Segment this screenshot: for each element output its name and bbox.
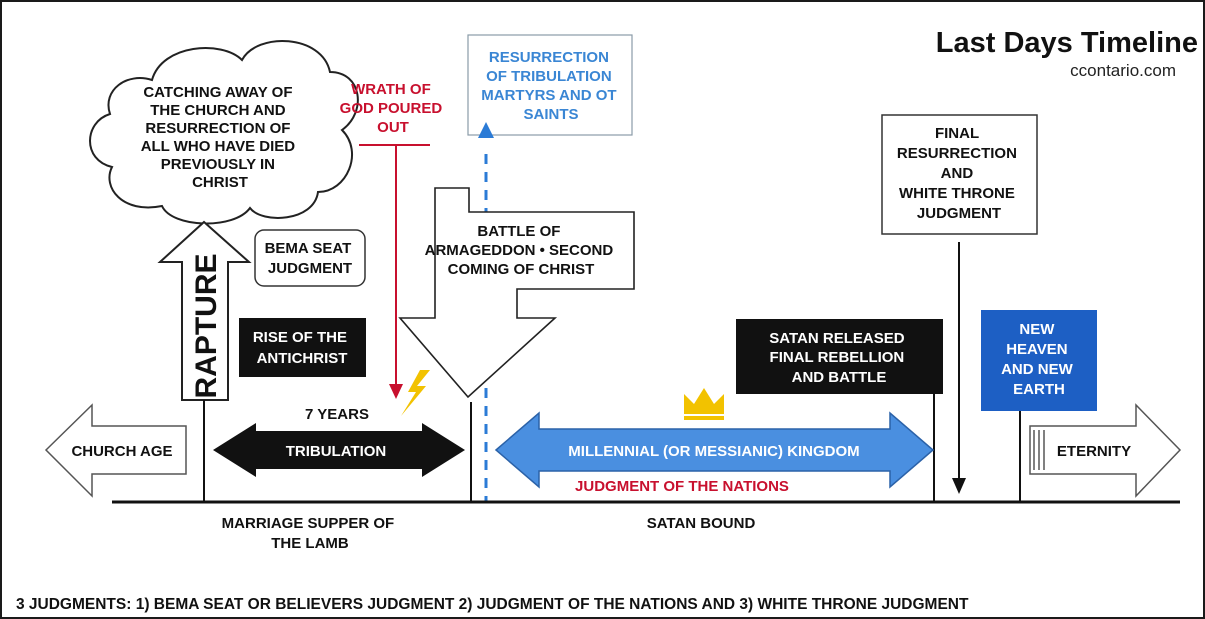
svg-text:FINAL RESURRECTION: FINAL RESURRECTION AND WHITE THRONE JUDG… (897, 125, 1021, 222)
bema-line: JUDGMENT (268, 260, 352, 277)
page-title: Last Days Timeline (936, 27, 1198, 59)
cloud-line: ALL WHO HAVE DIED (141, 138, 296, 155)
lightning-bolt-icon (401, 370, 430, 416)
wrath-line: OUT (377, 119, 409, 136)
church-age-label: CHURCH AGE (71, 443, 172, 460)
antichrist-line: RISE OF THE (253, 329, 347, 346)
eternity-arrow: ETERNITY (1029, 403, 1182, 498)
marriage-supper-line: MARRIAGE SUPPER OF (222, 515, 395, 532)
svg-text:RESURRECTION OF TRIBULAT: RESURRECTION OF TRIBULATION MARTYRS AND … (481, 49, 620, 123)
martyrs-line: RESURRECTION (489, 49, 609, 66)
svg-text:RISE OF THE ANTICHRIST: RISE OF THE ANTICHRIST (253, 329, 351, 367)
antichrist-box: RISE OF THE ANTICHRIST (239, 318, 366, 377)
martyrs-line: SAINTS (523, 106, 578, 123)
satan-released-line: AND BATTLE (792, 369, 887, 386)
wrath-label: WRATH OF GOD POURED OUT (340, 81, 447, 399)
armageddon-line: BATTLE OF (477, 223, 560, 240)
final-res-line: FINAL (935, 125, 979, 142)
seven-years-label: 7 YEARS (305, 406, 369, 423)
final-res-line: AND (941, 165, 974, 182)
final-res-line: WHITE THRONE (899, 185, 1015, 202)
new-heaven-line: NEW (1019, 321, 1055, 338)
new-heaven-line: AND NEW (1001, 361, 1074, 378)
new-heaven-line: HEAVEN (1006, 341, 1067, 358)
svg-text:BEMA SEAT JUDGMENT: BEMA SEAT JUDGMENT (265, 240, 356, 277)
final-res-line: JUDGMENT (917, 205, 1001, 222)
satan-released-line: FINAL REBELLION (770, 349, 905, 366)
svg-text:MARRIAGE SUPPER OF THE LAM: MARRIAGE SUPPER OF THE LAMB (222, 515, 399, 552)
source-label: ccontario.com (1070, 61, 1176, 80)
martyrs-line: OF TRIBULATION (486, 68, 612, 85)
svg-text:SATAN RELEASED FINAL REB: SATAN RELEASED FINAL REBELLION AND BATTL… (769, 330, 908, 386)
cloud-line: CHRIST (192, 174, 248, 191)
armageddon-line: COMING OF CHRIST (448, 261, 595, 278)
satan-released-box: SATAN RELEASED FINAL REBELLION AND BATTL… (736, 319, 943, 394)
cloud-text: CATCHING AWAY OF THE CHURCH AND RESURREC… (141, 84, 300, 191)
new-heaven-box: NEW HEAVEN AND NEW EARTH (981, 310, 1097, 411)
cloud-line: RESURRECTION OF (145, 120, 290, 137)
second-coming-arrow: BATTLE OF ARMAGEDDON • SECOND COMING OF … (398, 187, 635, 399)
wrath-line: GOD POURED (340, 100, 443, 117)
cloud-line: CATCHING AWAY OF (143, 84, 292, 101)
martyrs-resurrection-box: RESURRECTION OF TRIBULATION MARTYRS AND … (467, 34, 633, 136)
eternity-label: ETERNITY (1057, 443, 1131, 460)
tribulation-label: TRIBULATION (286, 443, 387, 460)
millennial-arrow: MILLENNIAL (OR MESSIANIC) KINGDOM (494, 411, 935, 489)
wrath-line: WRATH OF (351, 81, 431, 98)
final-resurrection-box: FINAL RESURRECTION AND WHITE THRONE JUDG… (881, 114, 1038, 235)
satan-released-line: SATAN RELEASED (769, 330, 904, 347)
crown-icon (684, 388, 724, 420)
final-res-line: RESURRECTION (897, 145, 1017, 162)
wrath-arrow-head-icon (389, 384, 403, 399)
marriage-supper-line: THE LAMB (271, 535, 349, 552)
new-heaven-line: EARTH (1013, 381, 1065, 398)
footer-note: 3 JUDGMENTS: 1) BEMA SEAT OR BELIEVERS J… (16, 596, 969, 613)
satan-bound-label: SATAN BOUND (647, 515, 756, 532)
judgment-nations-label: JUDGMENT OF THE NATIONS (575, 478, 789, 495)
svg-text:NEW HEAVEN AND NEW: NEW HEAVEN AND NEW EARTH (1001, 321, 1077, 398)
rapture-arrow: RAPTURE (157, 220, 252, 401)
cloud-line: THE CHURCH AND (150, 102, 285, 119)
bema-seat-box: BEMA SEAT JUDGMENT (254, 229, 366, 287)
dashed-arrow-head-icon (478, 122, 494, 138)
cloud-line: PREVIOUSLY IN (161, 156, 275, 173)
rapture-cloud: CATCHING AWAY OF THE CHURCH AND RESURREC… (89, 40, 359, 225)
rapture-label: RAPTURE (190, 253, 223, 398)
church-age-arrow: CHURCH AGE (44, 403, 187, 498)
tribulation-arrow: TRIBULATION (213, 423, 465, 477)
final-arrow-head-icon (952, 478, 966, 494)
martyrs-line: MARTYRS AND OT (481, 87, 616, 104)
antichrist-line: ANTICHRIST (257, 350, 348, 367)
svg-text:BATTLE OF ARMAGEDDON • S: BATTLE OF ARMAGEDDON • SECOND COMING OF … (425, 223, 618, 278)
bema-line: BEMA SEAT (265, 240, 352, 257)
millennial-label: MILLENNIAL (OR MESSIANIC) KINGDOM (568, 443, 859, 460)
armageddon-line: ARMAGEDDON • SECOND (425, 242, 614, 259)
svg-text:WRATH OF GOD POURED: WRATH OF GOD POURED OUT (340, 81, 447, 136)
